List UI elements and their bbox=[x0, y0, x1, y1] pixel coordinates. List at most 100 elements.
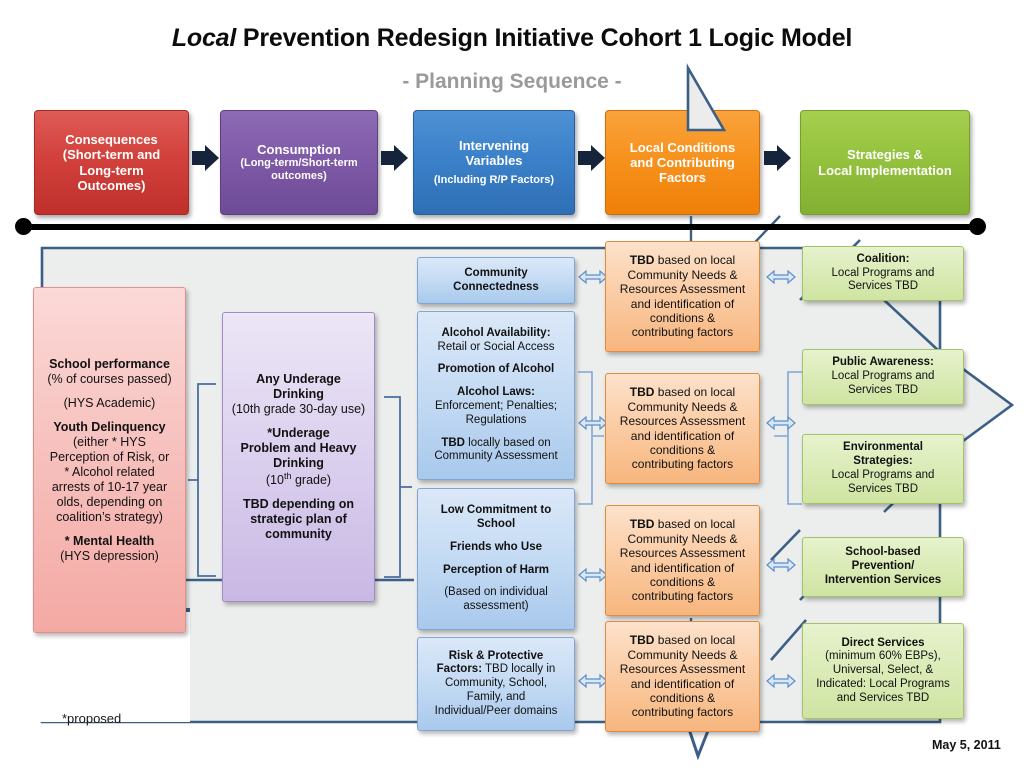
bracket-consumption-to-intervening bbox=[384, 396, 412, 578]
consequences-heading-2: Youth Delinquency bbox=[53, 419, 166, 434]
double-arrow-icon-3 bbox=[578, 567, 608, 583]
direct-services-line1: (minimum 60% EBPs), bbox=[825, 650, 941, 663]
double-arrow-icon-6 bbox=[766, 415, 796, 431]
box-school-based-prevention[interactable]: School-based Prevention/ Intervention Se… bbox=[802, 537, 964, 597]
tbd-1-line4: and identification of bbox=[630, 296, 735, 311]
box-consequences-indicators[interactable]: School performance (% of courses passed)… bbox=[33, 287, 186, 633]
environmental-line2: Services TBD bbox=[847, 482, 919, 495]
arrow-consumption-to-intervening-icon bbox=[381, 145, 408, 171]
bracket-consequences-to-consumption bbox=[188, 383, 216, 577]
top-box-strategies-line1: Strategies & bbox=[847, 147, 923, 163]
box-direct-services[interactable]: Direct Services (minimum 60% EBPs), Univ… bbox=[802, 623, 964, 719]
double-arrow-icon-1 bbox=[578, 269, 608, 285]
consequences-heading-1: School performance bbox=[49, 356, 170, 371]
box-environmental-strategies[interactable]: Environmental Strategies: Local Programs… bbox=[802, 434, 964, 504]
top-box-intervening-line3: (Including R/P Factors) bbox=[433, 174, 555, 187]
perception-of-harm: Perception of Harm bbox=[442, 563, 550, 576]
consequences-sub-7: olds, depending on bbox=[56, 494, 163, 509]
alcohol-availability-sub: Retail or Social Access bbox=[437, 340, 555, 353]
school-based-heading2: Prevention/ bbox=[851, 560, 915, 573]
top-box-local-conditions[interactable]: Local Conditions and Contributing Factor… bbox=[605, 110, 760, 215]
top-box-consequences[interactable]: Consequences (Short-term and Long-term O… bbox=[34, 110, 189, 215]
tbd-1-line5: conditions & bbox=[649, 310, 716, 325]
direct-services-line2: Universal, Select, & bbox=[832, 664, 934, 677]
tbd-3-line6: contributing factors bbox=[631, 589, 734, 604]
consequences-sub-2: (HYS Academic) bbox=[63, 395, 156, 410]
page-subtitle: - Planning Sequence - bbox=[402, 70, 622, 93]
arrow-conditions-to-strategies-icon bbox=[764, 145, 791, 171]
consumption-heading-1a: Any Underage bbox=[256, 371, 341, 386]
tbd-1-line6: contributing factors bbox=[631, 325, 734, 340]
box-coalition[interactable]: Coalition: Local Programs and Services T… bbox=[802, 246, 964, 301]
tbd-2-line4: and identification of bbox=[630, 428, 735, 443]
low-commitment-note1: (Based on individual bbox=[444, 586, 548, 599]
top-box-consequences-line1: Consequences bbox=[65, 131, 158, 147]
consequences-sub-1: (% of courses passed) bbox=[47, 371, 172, 386]
arrow-consequences-to-consumption-icon bbox=[192, 145, 219, 171]
coalition-heading: Coalition: bbox=[856, 252, 910, 265]
top-box-consequences-line4: Outcomes) bbox=[77, 177, 146, 193]
double-arrow-icon-4 bbox=[578, 673, 608, 689]
consequences-sub-8: coalition’s strategy) bbox=[56, 509, 163, 524]
box-alcohol-availability[interactable]: Alcohol Availability: Retail or Social A… bbox=[417, 311, 575, 480]
box-local-conditions-2[interactable]: TBD based on local Community Needs & Res… bbox=[605, 373, 760, 484]
consumption-heading-1b: Drinking bbox=[273, 386, 324, 401]
low-commitment-line2: School bbox=[476, 517, 516, 530]
public-awareness-heading: Public Awareness: bbox=[832, 356, 934, 369]
footnote-proposed: *proposed bbox=[62, 711, 122, 726]
arrow-intervening-to-conditions-icon bbox=[578, 145, 605, 171]
consumption-sub-2: (10th grade) bbox=[265, 470, 332, 488]
title-emphasis: Local bbox=[171, 24, 237, 52]
box-local-conditions-4[interactable]: TBD based on local Community Needs & Res… bbox=[605, 621, 760, 732]
top-box-strategies-line2: Local Implementation bbox=[818, 162, 952, 178]
box-low-commitment-to-school[interactable]: Low Commitment to School Friends who Use… bbox=[417, 488, 575, 630]
top-box-consumption[interactable]: Consumption (Long-term/Short-term outcom… bbox=[220, 110, 378, 215]
box-community-connectedness[interactable]: Community Connectedness bbox=[417, 257, 575, 304]
box-consumption-indicators[interactable]: Any Underage Drinking (10th grade 30-day… bbox=[222, 312, 375, 602]
top-box-strategies[interactable]: Strategies & Local Implementation bbox=[800, 110, 970, 215]
friends-who-use: Friends who Use bbox=[449, 540, 543, 553]
tbd-4-line6: contributing factors bbox=[631, 705, 734, 720]
top-box-consumption-line2: (Long-term/Short-term bbox=[240, 157, 358, 170]
box-public-awareness[interactable]: Public Awareness: Local Programs and Ser… bbox=[802, 349, 964, 405]
top-box-consumption-line1: Consumption bbox=[257, 141, 341, 157]
box-local-conditions-1[interactable]: TBD based on local Community Needs & Res… bbox=[605, 241, 760, 352]
tbd-4-line5: conditions & bbox=[649, 690, 716, 705]
bracket-intervening-group bbox=[578, 371, 604, 505]
top-box-consequences-line2: (Short-term and bbox=[62, 147, 161, 163]
tbd-3-line3: Resources Assessment bbox=[619, 546, 746, 561]
alcohol-tbd-line: TBD locally based on bbox=[441, 436, 551, 449]
double-arrow-icon-5 bbox=[766, 269, 796, 285]
top-box-conditions-line1: Local Conditions bbox=[629, 139, 736, 155]
double-arrow-icon-2 bbox=[578, 415, 608, 431]
tbd-3-line2: Community Needs & bbox=[627, 531, 738, 546]
top-box-intervening-line2: Variables bbox=[465, 153, 523, 169]
bracket-conditions-group bbox=[774, 371, 802, 505]
community-connectedness-line1: Community bbox=[464, 266, 528, 279]
timeline-dot-left bbox=[15, 218, 32, 235]
panel-mask-left-edge bbox=[40, 608, 43, 722]
community-connectedness-line2: Connectedness bbox=[453, 280, 539, 293]
consequences-sub-4: Perception of Risk, or bbox=[49, 449, 170, 464]
alcohol-laws-heading: Alcohol Laws: bbox=[457, 386, 535, 399]
direct-services-heading: Direct Services bbox=[841, 636, 925, 649]
consumption-heading-3c: community bbox=[265, 527, 332, 542]
direct-services-line4: and Services TBD bbox=[836, 691, 930, 704]
top-box-intervening-variables[interactable]: Intervening Variables (Including R/P Fac… bbox=[413, 110, 575, 215]
footnote-date: May 5, 2011 bbox=[932, 738, 1001, 752]
tbd-4-line4: and identification of bbox=[630, 676, 735, 691]
top-box-conditions-line2: and Contributing bbox=[630, 154, 735, 170]
box-local-conditions-3[interactable]: TBD based on local Community Needs & Res… bbox=[605, 505, 760, 616]
timeline-dot-right bbox=[969, 218, 986, 235]
coalition-line1: Local Programs and bbox=[831, 266, 935, 279]
alcohol-laws-sub1: Enforcement; Penalties; bbox=[434, 400, 558, 412]
consumption-heading-2a: *Underage bbox=[267, 425, 330, 440]
double-arrow-icon-8 bbox=[766, 673, 796, 689]
tbd-2-line6: contributing factors bbox=[631, 457, 734, 472]
low-commitment-note2: assessment) bbox=[463, 600, 529, 613]
consequences-sub-3: (either * HYS bbox=[73, 434, 146, 449]
box-risk-protective-factors[interactable]: Risk & Protective Factors: TBD locally i… bbox=[417, 637, 575, 731]
top-box-consequences-line3: Long-term bbox=[79, 162, 144, 178]
top-box-intervening-line1: Intervening bbox=[458, 137, 530, 153]
